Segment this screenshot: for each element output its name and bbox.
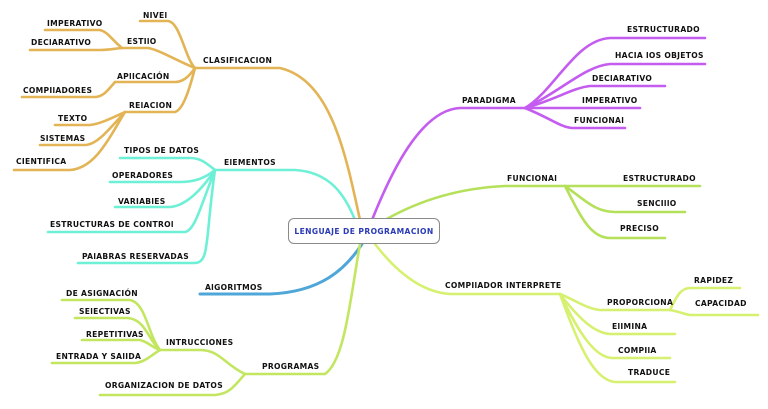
- node-sencillo[interactable]: SENCIllO: [637, 199, 677, 208]
- node-estructurado-paradigma[interactable]: ESTRUCTURADO: [627, 25, 700, 34]
- link-paradigma-funcional: [523, 106, 627, 130]
- node-operadores[interactable]: OPERADORES: [112, 171, 174, 180]
- clasificacion-branch-lines: [12, 19, 362, 222]
- link-elementos-tipos: [118, 156, 217, 172]
- node-imperativo-clasif[interactable]: IMPERATIVO: [47, 19, 103, 28]
- node-elimina[interactable]: ElIMINA: [612, 322, 648, 331]
- link-relacion-sistemas: [38, 110, 127, 147]
- node-cientifica[interactable]: CIENTIFICA: [16, 157, 67, 166]
- link-clasificacion-aplicacion: [113, 66, 197, 84]
- link-instrucciones-entrada: [50, 348, 162, 365]
- node-proporciona[interactable]: PROPORCIONA: [607, 298, 674, 307]
- link-compilador-proporciona: [558, 292, 672, 312]
- node-sistemas[interactable]: SISTEMAS: [40, 134, 86, 143]
- link-clasificacion-nivel: [138, 19, 197, 70]
- central-topic[interactable]: LENGUAJE DE PROGRAMACION: [288, 218, 440, 244]
- link-central-algoritmos: [198, 242, 364, 296]
- link-relacion-texto: [53, 110, 127, 127]
- node-compiladores[interactable]: COMPIlADORES: [23, 86, 93, 95]
- link-estilo-declarativo: [28, 46, 124, 52]
- link-funcional-sencillo: [563, 184, 687, 214]
- node-asignacion[interactable]: DE ASIGNACIÓN: [66, 289, 138, 298]
- link-clasificacion-relacion: [123, 66, 197, 114]
- node-declarativo-clasif[interactable]: DEClARATIVO: [31, 38, 92, 47]
- link-estilo-imperativo: [43, 28, 124, 50]
- node-funcional[interactable]: FUNCIONAl: [507, 174, 558, 183]
- programas-branch-lines: [50, 242, 362, 397]
- node-clasificacion[interactable]: CLASIFICACION: [203, 56, 273, 65]
- node-variables[interactable]: VARIABlES: [118, 197, 166, 206]
- node-instrucciones[interactable]: INTRUCCIONES: [166, 338, 234, 347]
- node-rapidez[interactable]: RAPIDEZ: [694, 276, 734, 285]
- node-algoritmos[interactable]: AlGORITMOS: [205, 283, 263, 292]
- node-traduce[interactable]: TRADUCE: [628, 368, 671, 377]
- node-estilo[interactable]: ESTIlO: [127, 37, 157, 46]
- node-declarativo-paradigma[interactable]: DEClARATIVO: [592, 74, 653, 83]
- node-entrada-salida[interactable]: ENTRADA Y SAlIDA: [56, 352, 142, 361]
- node-hacia-objetos[interactable]: HACIA lOS OBJETOS: [615, 51, 704, 60]
- node-estructuras-control[interactable]: ESTRUCTURAS DE CONTROl: [50, 220, 174, 229]
- compilador-branch-lines: [373, 242, 760, 384]
- node-aplicacion[interactable]: APlICACIÓN: [117, 72, 170, 81]
- link-aplicacion-compiladores: [20, 80, 117, 99]
- link-relacion-cientifica: [12, 110, 127, 172]
- link-proporciona-capacidad: [668, 308, 760, 317]
- link-central-elementos: [213, 168, 357, 222]
- link-compilador-elimina: [558, 292, 677, 336]
- funcional-branch-lines: [383, 184, 702, 240]
- node-relacion[interactable]: RElACION: [129, 101, 173, 110]
- link-paradigma-objetos: [523, 62, 707, 110]
- link-proporciona-rapidez: [668, 286, 742, 312]
- link-instrucciones-selectivas: [73, 316, 162, 352]
- node-capacidad[interactable]: CAPACIDAD: [695, 299, 747, 308]
- node-texto[interactable]: TEXTO: [58, 114, 88, 123]
- link-central-programas: [243, 242, 362, 376]
- node-funcional-paradigma[interactable]: FUNCIONAl: [574, 116, 625, 125]
- link-paradigma-declarativo: [523, 84, 667, 110]
- link-elementos-estructuras: [46, 168, 217, 234]
- node-organizacion-datos[interactable]: ORGANIZACION DE DATOS: [105, 381, 223, 390]
- node-elementos[interactable]: ElEMENTOS: [224, 158, 276, 167]
- node-palabras-reservadas[interactable]: PAlABRAS RESERVADAS: [82, 252, 189, 261]
- node-nivel[interactable]: NIVEl: [143, 11, 168, 20]
- link-compilador-traduce: [558, 292, 677, 384]
- node-compilador-interprete[interactable]: COMPIlADOR INTERPRETE: [445, 281, 562, 290]
- node-compila[interactable]: COMPIlA: [618, 346, 657, 355]
- link-elementos-variables: [113, 168, 217, 209]
- link-programas-organizacion: [98, 372, 247, 397]
- node-tipos-datos[interactable]: TIPOS DE DATOS: [124, 146, 200, 155]
- link-paradigma-estructurado: [523, 36, 707, 110]
- node-preciso[interactable]: PRECISO: [620, 224, 660, 233]
- link-programas-instrucciones: [158, 348, 247, 376]
- link-compilador-compila: [558, 292, 672, 360]
- node-programas[interactable]: PROGRAMAS: [262, 362, 320, 371]
- node-imperativo-paradigma[interactable]: IMPERATIVO: [582, 96, 638, 105]
- link-central-compilador: [373, 242, 562, 296]
- link-funcional-preciso: [563, 184, 667, 240]
- paradigma-branch-lines: [370, 36, 707, 222]
- central-topic-label: LENGUAJE DE PROGRAMACION: [294, 226, 434, 236]
- link-elementos-palabras: [76, 168, 217, 265]
- link-instrucciones-repetitivas: [80, 338, 162, 352]
- node-paradigma[interactable]: PARADIGMA: [462, 96, 516, 105]
- algoritmos-branch-lines: [198, 242, 364, 296]
- elementos-branch-lines: [46, 156, 357, 265]
- link-central-paradigma: [370, 106, 527, 222]
- link-clasificacion-estilo: [120, 46, 197, 70]
- link-central-clasificacion: [193, 66, 362, 222]
- node-selectivas[interactable]: SElECTIVAS: [79, 307, 131, 316]
- node-estructurado-funcional[interactable]: ESTRUCTURADO: [623, 174, 696, 183]
- node-repetitivas[interactable]: REPETITIVAS: [86, 330, 144, 339]
- link-central-funcional: [383, 184, 567, 222]
